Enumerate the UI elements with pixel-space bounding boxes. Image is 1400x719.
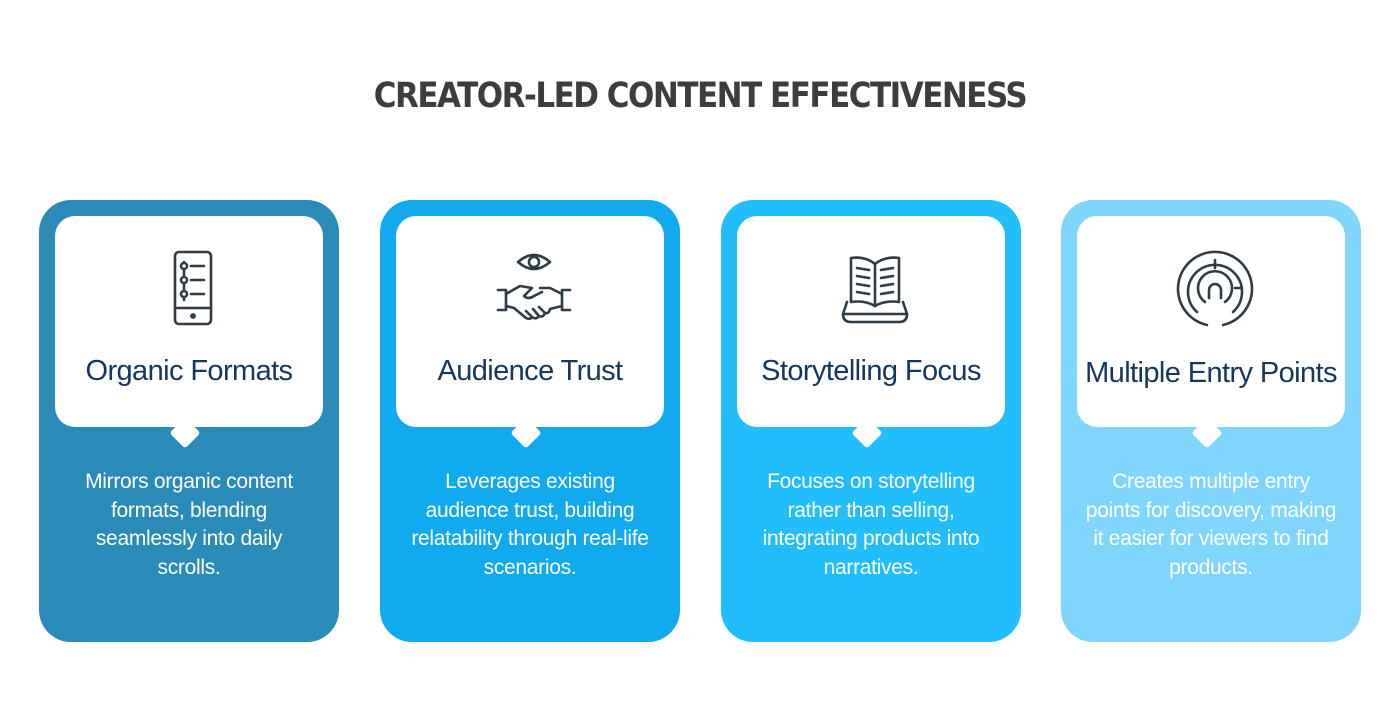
maze-icon: [1173, 246, 1257, 330]
card-multiple-entry-points: Multiple Entry Points Creates multiple e…: [1061, 200, 1361, 642]
card-storytelling-focus: Storytelling Focus Focuses on storytelli…: [721, 200, 1021, 642]
card-description: Focuses on storytelling rather than sell…: [762, 470, 980, 579]
open-book-icon: [833, 246, 917, 330]
card-description: Creates multiple entry points for discov…: [1085, 470, 1337, 579]
handshake-eye-icon: [492, 246, 576, 330]
card-header-panel: Storytelling Focus: [737, 216, 1005, 427]
card-heading: Storytelling Focus: [761, 355, 981, 387]
card-audience-trust: Audience Trust Leverages existing audien…: [380, 200, 680, 642]
card-header-panel: Organic Formats: [55, 216, 323, 427]
card-heading: Organic Formats: [85, 355, 294, 387]
card-header-panel: Audience Trust: [396, 216, 664, 427]
card-header-panel: Multiple Entry Points: [1077, 216, 1345, 427]
card-heading: Audience Trust: [437, 355, 623, 387]
card-description: Leverages existing audience trust, build…: [411, 470, 649, 579]
card-heading: Multiple Entry Points: [1085, 357, 1337, 389]
mobile-list-icon: [151, 246, 235, 330]
diagram-title: CREATOR-LED CONTENT EFFECTIVENESS: [373, 75, 1028, 117]
card-organic-formats: Organic Formats Mirrors organic content …: [39, 200, 339, 642]
card-description: Mirrors organic content formats, blendin…: [85, 470, 293, 579]
